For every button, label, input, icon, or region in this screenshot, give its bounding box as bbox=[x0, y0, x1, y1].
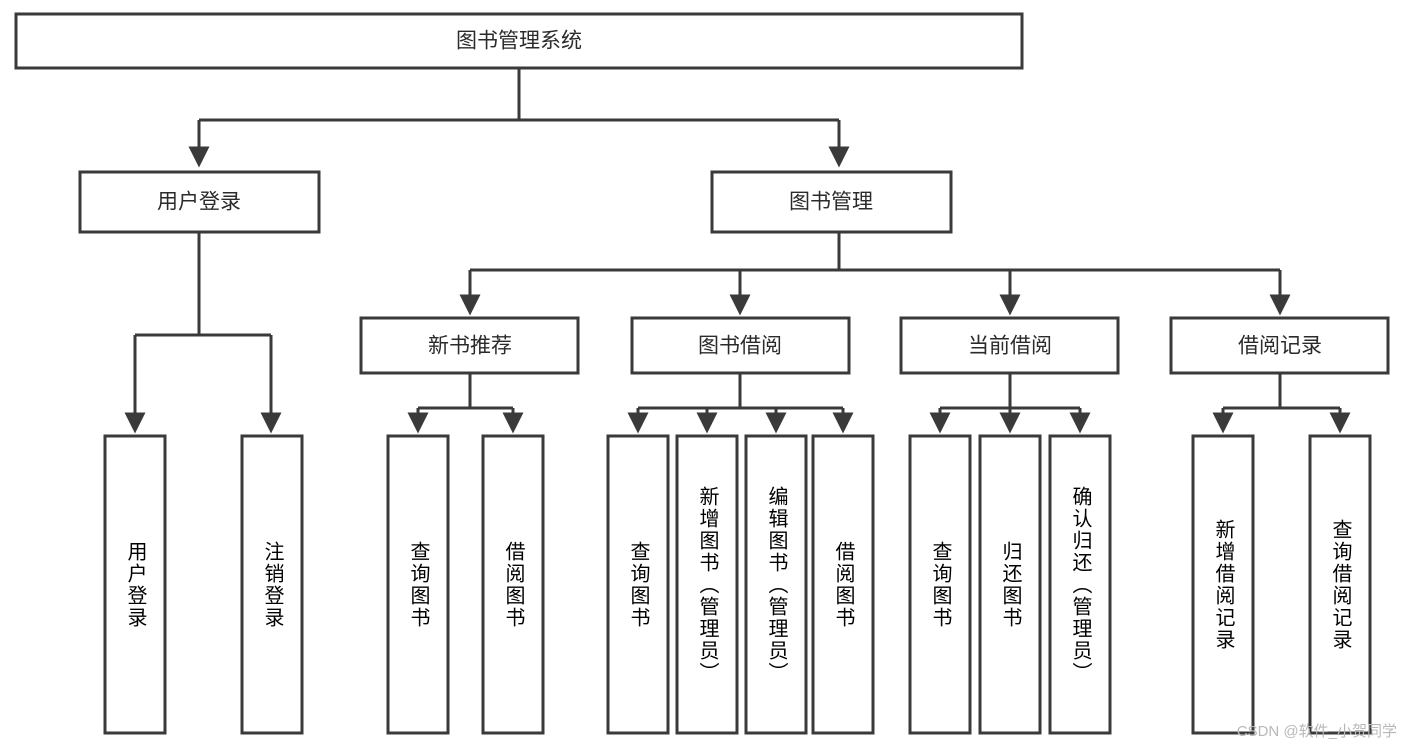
leaf-edit-book-label: 编辑图书（管理员） bbox=[765, 485, 787, 684]
leaf-add-record[interactable]: 新增借阅记录 bbox=[1191, 434, 1255, 735]
connector-currentborrow-to-leaves bbox=[929, 373, 1091, 434]
connector-bookborrow-to-leaves bbox=[627, 373, 854, 434]
connector-newbook-to-leaves bbox=[407, 373, 524, 434]
node-borrow-record[interactable]: 借阅记录 bbox=[1169, 316, 1390, 375]
leaf-return-book[interactable]: 归还图书 bbox=[978, 434, 1042, 735]
node-book-borrow-label: 图书借阅 bbox=[698, 335, 782, 358]
leaf-query-book-2[interactable]: 查询图书 bbox=[606, 434, 670, 735]
leaf-user-login-label: 用户登录 bbox=[124, 540, 146, 629]
leaf-query-book-1-label: 查询图书 bbox=[407, 540, 429, 629]
leaf-query-record-label: 查询借阅记录 bbox=[1329, 518, 1351, 651]
leaf-query-book-3[interactable]: 查询图书 bbox=[908, 434, 972, 735]
node-root-label: 图书管理系统 bbox=[456, 30, 582, 53]
leaf-add-book[interactable]: 新增图书（管理员） bbox=[675, 434, 739, 735]
leaf-user-logout[interactable]: 注销登录 bbox=[240, 434, 304, 735]
leaf-edit-book[interactable]: 编辑图书（管理员） bbox=[744, 434, 808, 735]
connector-bookmanage-to-level2 bbox=[459, 232, 1291, 316]
leaf-borrow-book-2-label: 借阅图书 bbox=[832, 540, 854, 629]
node-user-login-label: 用户登录 bbox=[157, 191, 241, 214]
leaf-borrow-book-1[interactable]: 借阅图书 bbox=[481, 434, 545, 735]
connector-borrowrecord-to-leaves bbox=[1212, 373, 1351, 434]
node-user-login[interactable]: 用户登录 bbox=[78, 170, 321, 234]
node-current-borrow-label: 当前借阅 bbox=[968, 335, 1052, 358]
leaf-query-book-1[interactable]: 查询图书 bbox=[386, 434, 450, 735]
leaf-user-logout-label: 注销登录 bbox=[261, 540, 283, 629]
node-root[interactable]: 图书管理系统 bbox=[14, 12, 1024, 70]
leaf-confirm-return-label: 确认归还（管理员） bbox=[1069, 485, 1091, 684]
node-book-manage[interactable]: 图书管理 bbox=[710, 170, 953, 234]
node-new-book-recommend-label: 新书推荐 bbox=[428, 335, 512, 358]
leaf-query-book-2-label: 查询图书 bbox=[627, 540, 649, 629]
connector-userlogin-to-leaves bbox=[124, 232, 282, 434]
leaf-borrow-book-1-label: 借阅图书 bbox=[502, 540, 524, 629]
node-current-borrow[interactable]: 当前借阅 bbox=[899, 316, 1120, 375]
node-book-borrow[interactable]: 图书借阅 bbox=[630, 316, 851, 375]
leaf-user-login[interactable]: 用户登录 bbox=[103, 434, 167, 735]
leaf-query-record[interactable]: 查询借阅记录 bbox=[1308, 434, 1372, 735]
leaf-add-book-label: 新增图书（管理员） bbox=[696, 485, 718, 684]
node-new-book-recommend[interactable]: 新书推荐 bbox=[359, 316, 580, 375]
node-borrow-record-label: 借阅记录 bbox=[1238, 335, 1322, 358]
leaf-return-book-label: 归还图书 bbox=[999, 540, 1021, 629]
connector-root-to-level1 bbox=[188, 68, 850, 168]
node-book-manage-label: 图书管理 bbox=[789, 191, 873, 214]
leaf-borrow-book-2[interactable]: 借阅图书 bbox=[811, 434, 875, 735]
leaf-confirm-return[interactable]: 确认归还（管理员） bbox=[1048, 434, 1112, 735]
leaf-query-book-3-label: 查询图书 bbox=[929, 540, 951, 629]
leaf-add-record-label: 新增借阅记录 bbox=[1212, 518, 1234, 651]
